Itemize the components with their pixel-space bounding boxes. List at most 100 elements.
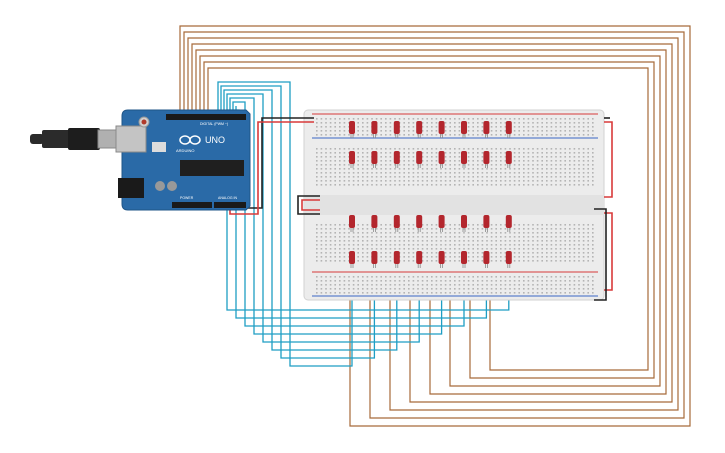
- usb-cable[interactable]: [30, 128, 119, 150]
- breadboard-hole: [403, 252, 405, 254]
- led[interactable]: [371, 151, 378, 168]
- led[interactable]: [461, 251, 467, 268]
- led[interactable]: [393, 121, 400, 138]
- led[interactable]: [371, 215, 378, 232]
- led[interactable]: [505, 151, 512, 168]
- led-matrix[interactable]: [349, 121, 512, 268]
- breadboard-hole: [343, 244, 346, 246]
- breadboard-hole: [513, 148, 516, 150]
- row-wire[interactable]: [195, 49, 667, 395]
- breadboard-hole: [578, 224, 580, 226]
- breadboard-hole: [569, 156, 571, 158]
- column-wire[interactable]: [226, 93, 420, 343]
- led[interactable]: [393, 151, 400, 168]
- breadboard-hole: [421, 256, 424, 258]
- led[interactable]: [461, 121, 467, 138]
- led[interactable]: [349, 251, 355, 268]
- breadboard-hole: [385, 122, 387, 124]
- rail-jumper-red-left[interactable]: [301, 199, 320, 211]
- arduino-uno-board[interactable]: UNO ARDUINO DIGITAL (PWM ~) POWER ANALOG…: [115, 109, 251, 211]
- column-wire[interactable]: [217, 81, 353, 367]
- row-wire[interactable]: [199, 55, 661, 387]
- column-wire[interactable]: [223, 89, 398, 351]
- rail-jumper-black-right-lower[interactable]: [594, 208, 607, 301]
- breadboard-hole: [504, 130, 507, 132]
- breadboard-hole: [513, 122, 516, 124]
- breadboard-hole: [316, 130, 318, 132]
- breadboard-hole: [536, 184, 539, 186]
- breadboard-hole: [495, 248, 497, 250]
- rail-jumper-black-left[interactable]: [297, 195, 320, 215]
- led[interactable]: [438, 121, 445, 138]
- breadboard-hole: [357, 236, 359, 238]
- led[interactable]: [393, 251, 400, 268]
- analog-header[interactable]: [214, 202, 246, 208]
- led[interactable]: [438, 215, 445, 232]
- row-wires[interactable]: [179, 25, 691, 427]
- digital-header[interactable]: [166, 114, 246, 120]
- led[interactable]: [505, 215, 512, 232]
- breadboard-hole: [532, 228, 534, 230]
- led[interactable]: [483, 215, 490, 232]
- breadboard[interactable]: [303, 109, 605, 301]
- row-wire[interactable]: [187, 37, 679, 411]
- row-wire[interactable]: [179, 25, 691, 427]
- breadboard-hole: [504, 160, 507, 162]
- breadboard-hole: [458, 236, 461, 238]
- led[interactable]: [416, 251, 423, 268]
- column-wire[interactable]: [220, 85, 376, 359]
- led[interactable]: [371, 121, 378, 138]
- led[interactable]: [349, 121, 355, 138]
- breadboard-hole: [458, 232, 461, 234]
- breadboard-hole: [444, 224, 447, 226]
- led[interactable]: [371, 251, 378, 268]
- power-wire[interactable]: [229, 121, 314, 215]
- power-header[interactable]: [172, 202, 212, 208]
- led[interactable]: [416, 151, 423, 168]
- row-wire[interactable]: [203, 61, 655, 379]
- led[interactable]: [505, 251, 512, 268]
- led[interactable]: [461, 151, 467, 168]
- led[interactable]: [461, 215, 467, 232]
- breadboard-hole: [569, 168, 571, 170]
- breadboard-hole: [592, 244, 594, 246]
- led[interactable]: [483, 121, 490, 138]
- led[interactable]: [483, 151, 490, 168]
- led[interactable]: [416, 215, 423, 232]
- breadboard-hole: [408, 244, 410, 246]
- row-wire[interactable]: [183, 31, 685, 419]
- breadboard-hole: [541, 126, 543, 128]
- row-wire[interactable]: [191, 43, 673, 403]
- rail-jumper-red-right-lower[interactable]: [604, 212, 613, 291]
- led[interactable]: [393, 215, 400, 232]
- rail-jumper-red-right[interactable]: [604, 121, 613, 198]
- column-wire[interactable]: [229, 97, 443, 335]
- breadboard-hole: [403, 118, 405, 120]
- breadboard-hole: [541, 160, 543, 162]
- breadboard-hole: [380, 236, 382, 238]
- ground-wire[interactable]: [246, 117, 314, 209]
- led[interactable]: [349, 151, 355, 168]
- led[interactable]: [438, 251, 445, 268]
- breadboard-hole: [389, 280, 392, 282]
- row-wire[interactable]: [207, 67, 649, 371]
- breadboard-hole: [454, 232, 456, 234]
- led[interactable]: [416, 121, 423, 138]
- power-jack: [118, 178, 144, 198]
- breadboard-hole: [541, 240, 543, 242]
- breadboard-hole: [486, 232, 488, 234]
- led[interactable]: [505, 121, 512, 138]
- led-body: [461, 215, 467, 228]
- breadboard-hole: [426, 156, 428, 158]
- led[interactable]: [349, 215, 355, 232]
- power-wires[interactable]: [229, 117, 613, 301]
- breadboard-hole: [316, 284, 318, 286]
- breadboard-hole: [458, 122, 461, 124]
- led[interactable]: [438, 151, 445, 168]
- breadboard-hole: [504, 152, 507, 154]
- column-wire[interactable]: [235, 106, 488, 319]
- led[interactable]: [483, 251, 490, 268]
- breadboard-hole: [477, 126, 479, 128]
